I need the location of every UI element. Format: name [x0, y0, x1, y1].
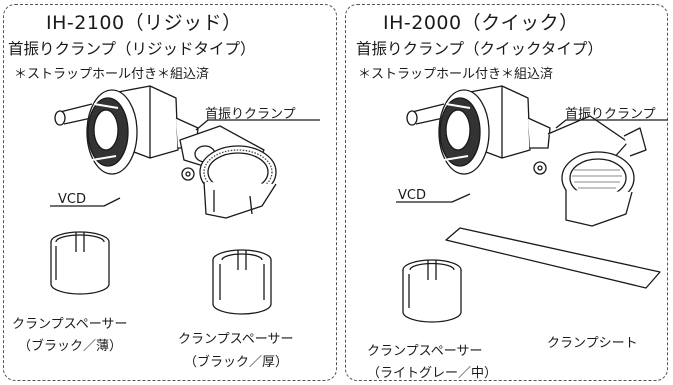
rigid-mount-illustration: [50, 85, 320, 219]
right-vcd-label: VCD: [398, 188, 426, 203]
spacer-gray-illustration: [402, 259, 462, 323]
spacer-thick-label-1: クランプスペーサー: [178, 332, 294, 347]
rigid-panel: [3, 4, 337, 381]
left-note: ＊ストラップホール付き＊組込済: [14, 67, 210, 82]
left-subtitle: 首振りクランプ（リジッドタイプ）: [8, 40, 256, 58]
clamp-sheet-label: クランプシート: [547, 336, 638, 351]
spacer-thin-label-2: （ブラック／薄）: [18, 339, 123, 354]
left-vcd-label: VCD: [58, 192, 86, 207]
spacer-thin-label-1: クランプスペーサー: [12, 317, 128, 332]
spacer-thin-illustration: [50, 231, 110, 295]
right-note: ＊ストラップホール付き＊組込済: [358, 67, 554, 82]
left-model-title: IH-2100（リジッド）: [46, 12, 242, 34]
left-clamp-label: 首振りクランプ: [205, 107, 296, 122]
spacer-thick-label-2: （ブラック／厚）: [184, 355, 289, 370]
clamp-sheet-illustration: [445, 227, 661, 289]
quick-panel: [345, 4, 668, 381]
right-subtitle: 首振りクランプ（クイックタイプ）: [356, 40, 603, 58]
spacer-thick-illustration: [212, 249, 272, 315]
spacer-gray-label-1: クランプスペーサー: [367, 344, 483, 359]
spacer-gray-label-2: （ライトグレー／中）: [367, 366, 498, 381]
quick-mount-illustration: [396, 85, 668, 227]
right-model-title: IH-2000（クイック）: [383, 12, 579, 34]
